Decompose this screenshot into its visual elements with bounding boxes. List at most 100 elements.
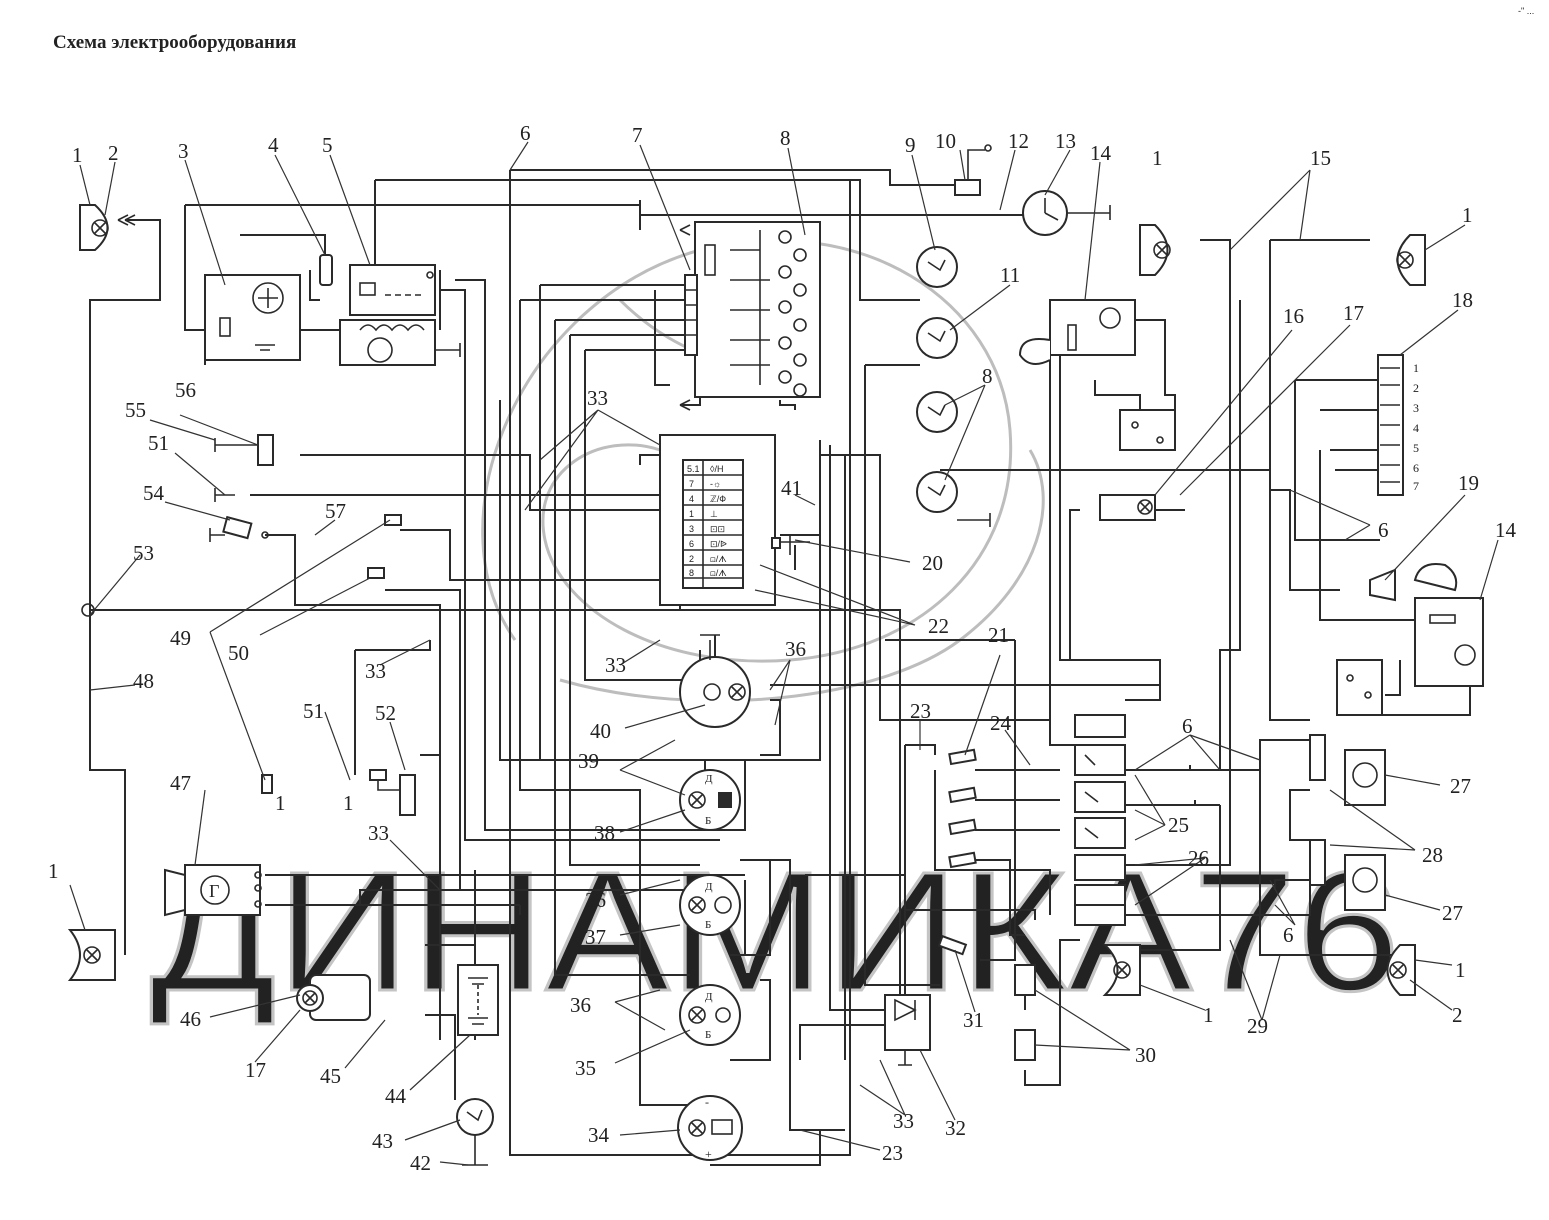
fb-label-6: 6 [689,539,694,549]
callout-27: 27 [1450,774,1471,798]
callout-18: 18 [1452,288,1473,312]
fb-label-4: 1 [689,509,694,519]
switch-block-25-26 [1074,714,1126,926]
headlamp-top-right-a [1139,224,1171,276]
starter-motor [339,319,461,366]
gauge-35-d: Д [705,991,713,1003]
callout-36-c: 36 [570,993,591,1017]
pin-1: 1 [1413,361,1419,375]
callout-40: 40 [590,719,611,743]
callout-10: 10 [935,129,956,153]
horn-19 [1369,563,1458,602]
gauge-34-plus: + [705,1147,712,1161]
switch-10 [954,144,992,196]
callout-6-c: 6 [1182,714,1193,738]
gauge-37: Д Б [679,874,741,936]
callout-labels: 1 2 3 4 5 6 7 8 9 10 12 13 14 1 15 1 11 … [48,121,1517,1175]
gauge-37-b: Б [705,919,711,931]
pin-3: 3 [1413,401,1419,415]
pin-2: 2 [1413,381,1419,395]
wiper-relay-14-top [1119,409,1176,451]
headlamp-bottom-right-b [1386,944,1416,996]
warning-lamp-panel [684,221,821,398]
callout-51: 51 [148,431,169,455]
diagram-title: Схема электрооборудования [53,32,296,53]
gauge-37-d: Д [705,881,713,893]
generator-symbol: Г [209,881,219,901]
callout-2-b: 2 [1452,1003,1463,1027]
callout-24: 24 [990,711,1012,735]
callout-1-g: 1 [1455,958,1466,982]
sensor-57 [384,514,402,526]
connector-18 [1377,354,1404,496]
callout-33-c: 33 [605,653,626,677]
callout-17: 17 [1343,301,1364,325]
gauge-38-b: Б [705,815,711,827]
callout-32: 32 [945,1116,966,1140]
callout-54: 54 [143,481,165,505]
voltage-regulator-3 [204,274,301,361]
fb-label-8: 8 [689,568,694,578]
battery-44 [457,964,499,1036]
callout-53: 53 [133,541,154,565]
callout-6-b: 6 [1378,518,1389,542]
callout-45: 45 [320,1064,341,1088]
callout-1: 1 [72,143,83,167]
relay-56 [214,434,274,466]
callout-1-e: 1 [343,791,354,815]
callout-33-d: 33 [368,821,389,845]
fb-symbol-3: ℤ/Ф [710,494,726,504]
callout-6: 6 [520,121,531,145]
fuse-group-21 [937,748,977,956]
callout-2: 2 [108,141,119,165]
callout-1-d: 1 [275,791,286,815]
callout-20: 20 [922,551,943,575]
fuse-block-text: 5.1 7 4 1 3 6 2 8 ◊/Н -☼ ℤ/Ф ⊥ ⊡⊡ ⊡/ᐉ ⊡/… [687,464,727,578]
callout-33-e: 33 [893,1109,914,1133]
callout-17-b: 17 [245,1058,266,1082]
headlamp-bottom-right-a [1102,944,1141,996]
lamp-46 [296,974,371,1021]
callout-16: 16 [1283,304,1304,328]
callout-1-c: 1 [1462,203,1473,227]
sensor-50 [367,567,385,579]
callout-4: 4 [268,133,279,157]
callout-30: 30 [1135,1043,1156,1067]
callout-34: 34 [588,1123,610,1147]
headlamp-bottom-left [67,929,116,981]
callout-33-b: 33 [365,659,386,683]
callout-15: 15 [1310,146,1331,170]
fb-symbol-6: ⊡/ᐉ [710,539,727,549]
gauge-35: Д Б [679,984,741,1046]
callout-27-b: 27 [1442,901,1463,925]
callout-46: 46 [180,1007,201,1031]
wiper-relay-14-right [1336,659,1383,716]
corner-mark: -" ... [1518,6,1534,16]
callout-52: 52 [375,701,396,725]
ignition-switch-40 [679,634,751,728]
fb-label-5: 3 [689,524,694,534]
callout-35: 35 [575,1056,596,1080]
gauge-34: - + [677,1095,743,1161]
switch-54 [209,515,269,542]
mass-switch-43 [456,1098,494,1166]
callout-48: 48 [133,669,154,693]
callout-41: 41 [781,476,802,500]
callout-14: 14 [1090,141,1112,165]
fuse-4 [319,254,333,286]
callout-55: 55 [125,398,146,422]
callout-11: 11 [1000,263,1020,287]
switch-8a [916,391,958,433]
fuse-block-22 [659,434,776,606]
fb-symbol-7: ⊡/ᗑ [710,554,727,564]
callout-7: 7 [632,123,643,147]
gauge-38-d: Д [705,773,713,785]
callout-13: 13 [1055,129,1076,153]
fb-symbol-8: ⊡/ᗑ [710,568,727,578]
components: Д Б Д Б Д Б - + [67,144,1484,1166]
callout-50: 50 [228,641,249,665]
callout-1-b: 1 [1152,146,1163,170]
switch-9 [916,246,958,288]
callout-47: 47 [170,771,191,795]
wiper-motor-14-right [1414,597,1484,687]
